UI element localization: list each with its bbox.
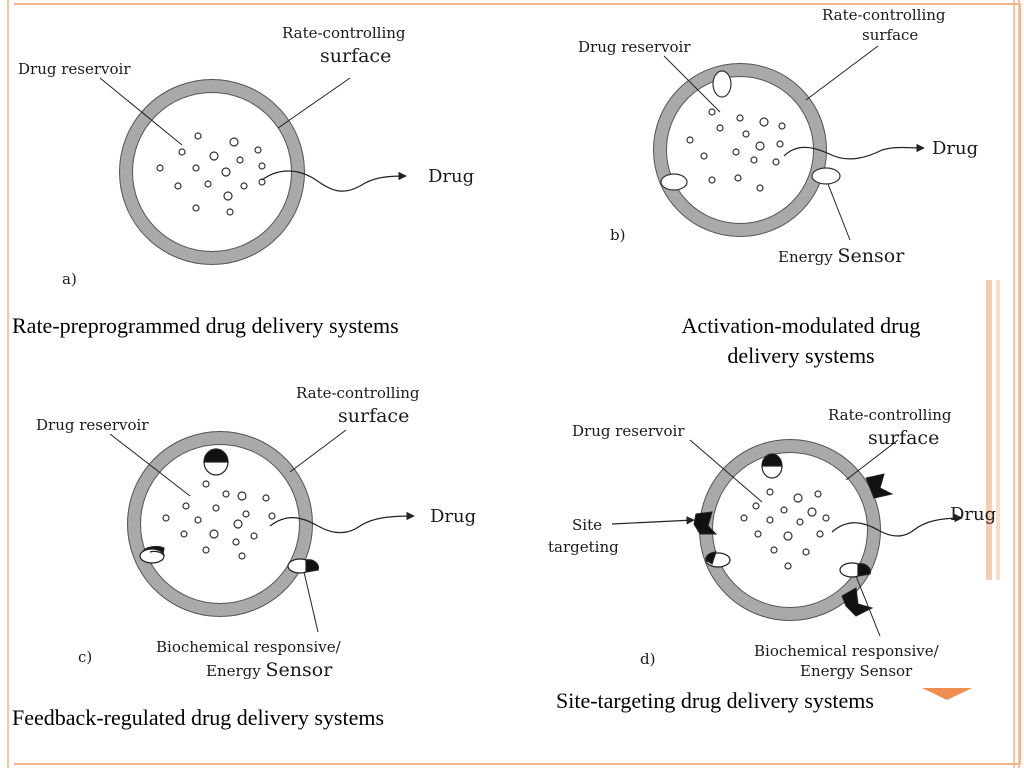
reservoir-label-c: Drug reservoir: [36, 416, 149, 434]
sensor-label-c-line2: Energy Sensor: [206, 659, 333, 681]
reservoir-ring-d: [699, 439, 881, 621]
site-label-d-line1: Site: [572, 516, 602, 534]
caption-b-line1: Activation-modulated drug: [681, 313, 921, 338]
leader-surface-b: [805, 45, 879, 101]
surface-label-a-line1: Rate-controlling: [282, 24, 406, 42]
sensor-label-b-energy: Energy: [778, 248, 838, 266]
caption-b-line2: delivery systems: [727, 343, 875, 368]
drug-particles-a: [156, 132, 266, 216]
sensor-label-d-line2: Energy Sensor: [800, 662, 913, 680]
surface-label-d-line1: Rate-controlling: [828, 406, 952, 424]
drug-release-path-c: [269, 511, 415, 534]
drug-release-path-a: [261, 170, 407, 192]
drug-particles-d: [740, 488, 830, 570]
sensor-label-b-sensor: Sensor: [838, 245, 906, 267]
targeting-ligands-d: [693, 473, 894, 617]
surface-label-a-line2: surface: [320, 45, 391, 67]
panel-tag-c: c): [78, 648, 92, 666]
leader-reservoir-d: [689, 439, 763, 503]
panel-d: Drug reservoir Rate-controlling surface …: [548, 406, 996, 680]
panel-tag-d: d): [640, 650, 655, 668]
panel-b: Drug reservoir Rate-controlling surface …: [578, 6, 978, 267]
caption-a: Rate-preprogrammed drug delivery systems: [12, 313, 399, 338]
sensor-label-c-line1: Biochemical responsive/: [156, 638, 342, 656]
leader-reservoir-b: [663, 55, 721, 113]
surface-label-c-line1: Rate-controlling: [296, 384, 420, 402]
drug-label-c: Drug: [430, 506, 476, 527]
caption-c: Feedback-regulated drug delivery systems: [12, 705, 385, 730]
sensor-label-b: Energy Sensor: [778, 245, 905, 267]
panel-tag-a: a): [62, 270, 77, 288]
reservoir-ring-c: [127, 431, 313, 617]
leader-surface-c: [289, 429, 347, 473]
reservoir-label-b: Drug reservoir: [578, 38, 691, 56]
surface-label-b-line1: Rate-controlling: [822, 6, 946, 24]
caption-d: Site-targeting drug delivery systems: [556, 688, 874, 713]
surface-label-c-line2: surface: [338, 405, 409, 427]
sensor-label-c-energy: Energy: [206, 662, 266, 680]
sensor-gates-c: [139, 448, 319, 574]
drug-release-path-d: [831, 513, 963, 537]
surface-label-b-line2: surface: [862, 26, 918, 44]
leader-surface-a: [277, 77, 351, 129]
reservoir-ring-a: [119, 79, 305, 265]
reservoir-ring-b: [653, 63, 827, 237]
panel-a: Drug reservoir Rate-controlling surface …: [18, 24, 474, 288]
caption-b: Activation-modulated drug delivery syste…: [622, 311, 980, 371]
drug-label-a: Drug: [428, 166, 474, 187]
panel-tag-b: b): [610, 226, 625, 244]
leader-sensor-c: [303, 571, 319, 633]
drug-particles-b: [686, 108, 786, 192]
leader-reservoir-a: [99, 77, 183, 146]
gate-openings-b: [660, 70, 841, 191]
leader-sensor-d: [855, 575, 881, 637]
reservoir-label-a: Drug reservoir: [18, 60, 131, 78]
reservoir-label-d: Drug reservoir: [572, 422, 685, 440]
sensor-label-c-sensor: Sensor: [266, 659, 334, 681]
drug-label-b: Drug: [932, 138, 978, 159]
leader-reservoir-c: [109, 433, 191, 497]
panel-c: Drug reservoir Rate-controlling surface …: [36, 384, 476, 681]
sensor-label-d-line1: Biochemical responsive/: [754, 642, 940, 660]
leader-surface-d: [845, 439, 899, 481]
site-label-d-line2: targeting: [548, 538, 619, 556]
leader-sensor-b: [827, 183, 851, 241]
drug-particles-c: [162, 480, 276, 560]
drug-label-d: Drug: [950, 504, 996, 525]
sensor-gates-d: [705, 453, 871, 578]
surface-label-d-line2: surface: [868, 427, 939, 449]
drug-release-path-b: [783, 143, 925, 160]
site-targeting-arrow-d: [611, 516, 695, 525]
